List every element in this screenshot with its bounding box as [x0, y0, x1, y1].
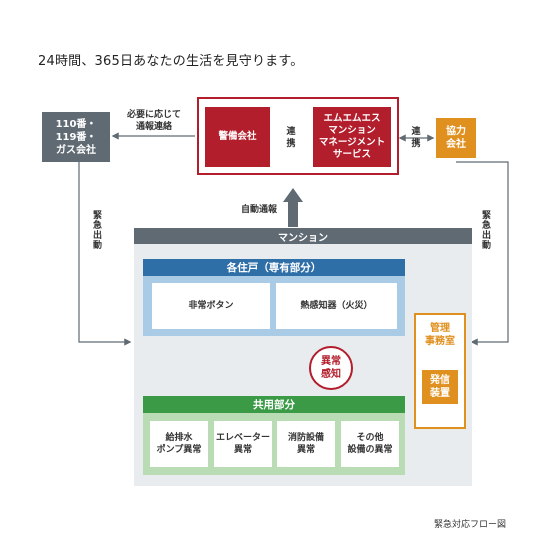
pump-anomaly-item: 給排水 ポンプ異常	[150, 421, 208, 467]
other-equipment-anomaly-item: その他 設備の異常	[341, 421, 399, 467]
transmitter-device-box: 発信 装置	[422, 370, 458, 404]
anomaly-detection-circle: 異常 感知	[309, 346, 353, 390]
figure-caption: 緊急対応フロー図	[434, 520, 507, 530]
private-section-header: 各住戸（専有部分）	[143, 259, 405, 276]
mms-box: エムエムエス マンション マネージメント サービス	[313, 107, 391, 167]
fire-equipment-anomaly-item: 消防設備 異常	[277, 421, 335, 467]
mansion-header: マンション	[134, 228, 472, 244]
notify-label: 必要に応じて 通報連絡	[126, 110, 181, 132]
partner-company-box: 協力 会社	[436, 118, 476, 158]
dispatch-left-label: 緊急出動	[91, 210, 101, 250]
auto-report-arrow	[283, 188, 303, 227]
link-label-2: 連 携	[411, 127, 421, 149]
headline: 24時間、365日あなたの生活を見守ります。	[38, 54, 304, 69]
management-office-label: 管理 事務室	[425, 323, 455, 347]
emergency-services-box: 110番・ 119番・ ガス会社	[42, 112, 110, 162]
link-label-1: 連 携	[286, 127, 296, 149]
common-section-header: 共用部分	[143, 396, 405, 413]
dispatch-left-line	[78, 162, 132, 346]
dispatch-right-line	[456, 161, 509, 346]
emergency-button-item: 非常ボタン	[152, 283, 270, 329]
security-company-box: 警備会社	[205, 107, 270, 167]
elevator-anomaly-item: エレベーター 異常	[214, 421, 272, 467]
dispatch-right-label: 緊急出動	[480, 210, 490, 250]
heat-detector-item: 熱感知器（火災）	[276, 283, 397, 329]
auto-report-label: 自動通報	[240, 205, 277, 215]
